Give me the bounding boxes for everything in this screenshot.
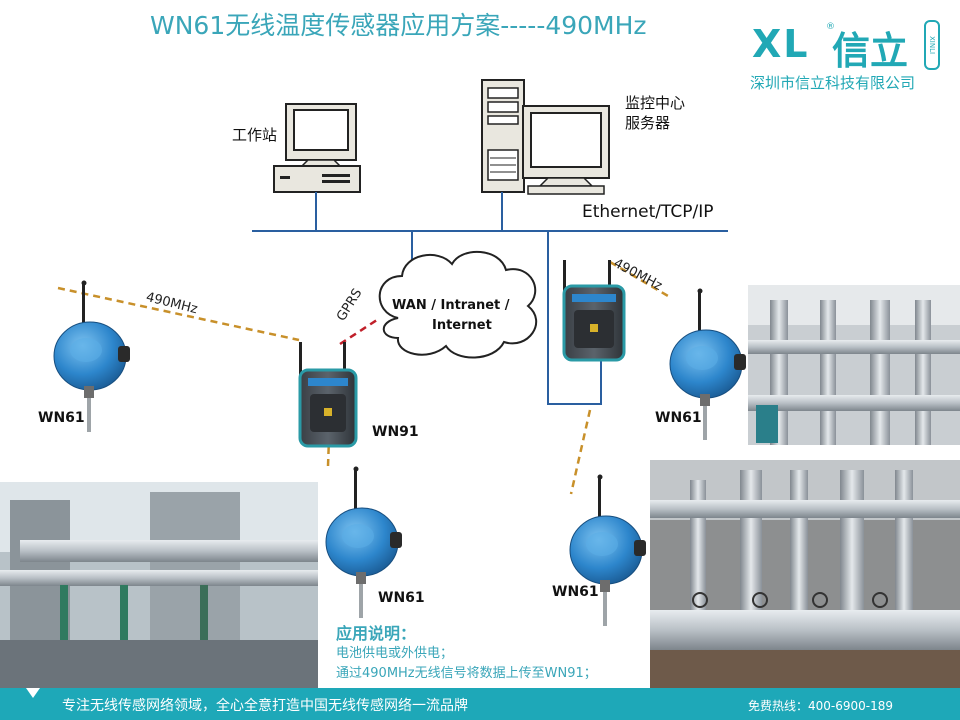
factory-photo-left [0, 482, 318, 688]
server-label-line1: 监控中心 [625, 94, 686, 112]
cloud-label-line2: Internet [432, 318, 492, 333]
monitoring-server [481, 79, 610, 195]
logo-side-tag: XINLI [924, 20, 940, 70]
network-label: Ethernet/TCP/IP [582, 202, 714, 222]
logo-brand: 信立 [832, 28, 909, 73]
wn61-left-label: WN61 [38, 410, 85, 426]
footer-bar: 专注无线传感网络领域，全心全意打造中国无线传感网络一流品牌 免费热线：400-6… [0, 688, 960, 720]
footer-slogan: 专注无线传感网络领域，全心全意打造中国无线传感网络一流品牌 [62, 698, 468, 714]
footer-hotline: 免费热线：400-6900-189 [748, 699, 894, 713]
logo-mark: XL [752, 22, 810, 66]
notes-line: 电池供电或外供电； [336, 646, 454, 661]
wn91-gateway [298, 342, 358, 448]
wn61-right-label: WN61 [655, 410, 702, 426]
company-logo: XL ® 信立 XINLI 深圳市信立科技有限公司 [748, 20, 948, 100]
triangle-icon [26, 688, 40, 698]
wan-cloud [378, 250, 538, 359]
notes-heading: 应用说明： [336, 624, 417, 643]
company-name: 深圳市信立科技有限公司 [750, 74, 916, 92]
server-label-line2: 服务器 [625, 114, 671, 132]
notes-line: 通过490MHz无线信号将数据上传至WN91； [336, 666, 597, 681]
wn61-bottom-mid-label: WN61 [378, 590, 425, 606]
page-title: WN61无线温度传感器应用方案-----490MHz [150, 11, 647, 40]
wn91-label: WN91 [372, 424, 419, 440]
wn61-bottom-right-label: WN61 [552, 584, 599, 600]
cloud-label-line1: WAN / Intranet / [392, 298, 510, 313]
wn91-gateway-right [562, 260, 626, 362]
pipe-photo-bottom-right [650, 460, 960, 688]
application-notes: 应用说明： 电池供电或外供电； 通过490MHz无线信号将数据上传至WN91； [336, 620, 597, 684]
workstation-computer [273, 103, 361, 193]
pipe-photo-top-right [748, 285, 960, 445]
wn61-sensor-bottom-right [569, 474, 647, 627]
workstation-label: 工作站 [232, 126, 278, 144]
logo-registered: ® [826, 22, 835, 32]
